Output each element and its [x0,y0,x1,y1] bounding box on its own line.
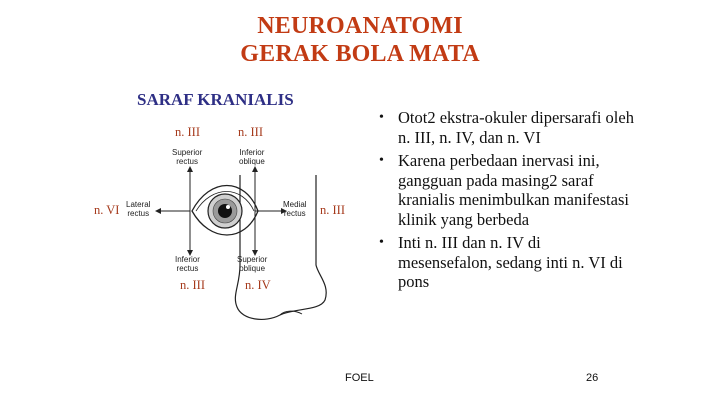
muscle-label-inferior-rectus: Inferior rectus [175,255,200,273]
bullet-dot-icon: • [379,235,384,250]
nerve-label-medial-rectus: n. III [320,203,345,217]
eyelid-fold [195,191,255,212]
bullet-dot-icon: • [379,110,384,125]
bullet-item: • Karena perbedaan inervasi ini, gangguan… [374,151,636,229]
muscle-label-lateral-rectus: Lateral rectus [126,200,151,218]
muscle-label-superior-rectus: Superior rectus [172,148,203,166]
bullet-item: • Otot2 ekstra-okuler dipersarafi oleh n.… [374,108,636,147]
bullet-text: Inti n. III dan n. IV di mesensefalon, s… [398,233,623,291]
eye-nose-drawing [155,166,327,321]
bullet-text: Karena perbedaan inervasi ini, gangguan … [398,151,629,229]
muscle-label-superior-oblique: Superior oblique [237,255,268,273]
bullet-item: • Inti n. III dan n. IV di mesensefalon, … [374,233,636,292]
nerve-label-lateral-rectus: n. VI [94,203,120,217]
pupil [218,204,232,218]
bullet-text: Otot2 ekstra-okuler dipersarafi oleh n. … [398,108,634,147]
muscle-label-medial-rectus: Medial rectus [283,200,307,218]
nostril [279,310,303,316]
slide-title-line1: NEUROANATOMI [257,13,463,39]
nerve-label-inferior-oblique: n. III [238,125,263,139]
muscle-label-inferior-oblique: Inferior oblique [239,148,265,166]
nerve-label-superior-rectus: n. III [175,125,200,139]
footer-author: FOEL [345,372,374,384]
page-number: 26 [586,372,599,384]
eye-muscle-diagram: n. III n. III n. VI n. III n. III n. IV … [80,115,370,330]
nerve-label-superior-oblique: n. IV [245,278,271,292]
section-subtitle: SARAF KRANIALIS [137,90,294,109]
nerve-label-inferior-rectus: n. III [180,278,205,292]
bullet-list: • Otot2 ekstra-okuler dipersarafi oleh n.… [374,108,636,296]
slide-title-line2: GERAK BOLA MATA [240,41,480,67]
pupil-highlight [226,205,230,209]
bullet-dot-icon: • [379,153,384,168]
